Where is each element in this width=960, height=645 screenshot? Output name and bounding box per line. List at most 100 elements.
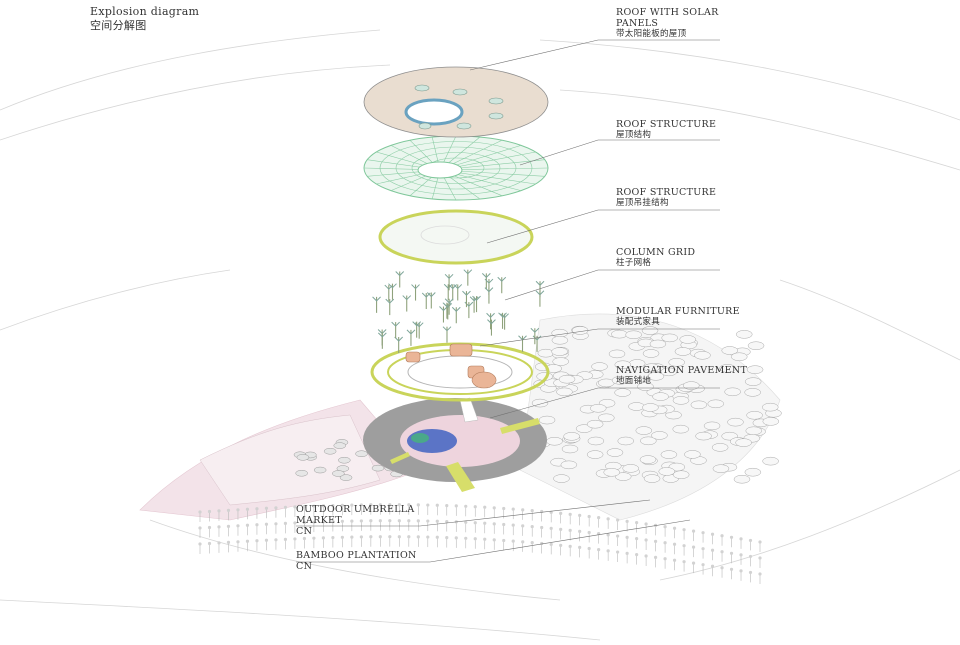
bamboo-crown (217, 525, 221, 529)
bamboo-crown (473, 505, 477, 509)
layer-modular-furniture (370, 342, 550, 402)
bamboo-crown (312, 504, 316, 508)
umbrella (296, 454, 310, 461)
tree-canopy (538, 415, 556, 425)
bamboo-crown (426, 535, 430, 539)
bamboo-crown (672, 558, 677, 562)
column-head (444, 298, 454, 304)
tree-canopy (745, 426, 763, 436)
tree-canopy (658, 467, 675, 476)
bamboo-crown (758, 540, 762, 544)
bamboo-crown (207, 509, 212, 514)
bamboo-crown (521, 508, 525, 512)
column-head (484, 278, 494, 284)
water-green-edge (411, 433, 429, 443)
bamboo-crown (264, 538, 269, 542)
tree-canopy (711, 443, 729, 452)
bamboo-crown (616, 534, 620, 538)
bamboo-crown (236, 540, 240, 544)
bamboo-crown (331, 535, 335, 540)
bamboo-crown (625, 551, 629, 555)
layer-column-grid (372, 269, 545, 353)
bamboo-crown (701, 563, 705, 567)
bamboo-crown (369, 535, 373, 539)
bamboo-crown (198, 526, 202, 530)
column-head (484, 287, 494, 293)
tree-canopy (744, 467, 762, 477)
bamboo-crown (511, 539, 515, 543)
bamboo-crown (483, 505, 487, 509)
bamboo-crown (691, 529, 696, 533)
diagram-title-zh: 空间分解图 (90, 19, 147, 32)
tree-canopy (643, 474, 661, 483)
label-modular-furniture-zh: 装配式家具 (616, 317, 661, 327)
column-head (426, 292, 436, 298)
bamboo-crown (691, 545, 696, 549)
tree-canopy (586, 450, 604, 459)
column-head (487, 319, 496, 325)
hanging-ring (378, 209, 534, 265)
leader-roof-solar (469, 39, 720, 71)
bamboo-crown (587, 530, 591, 535)
bamboo-crown (635, 537, 639, 541)
bamboo-crown (350, 535, 354, 539)
bamboo-crown (388, 503, 392, 507)
tree-canopy (661, 333, 678, 343)
column-head (535, 290, 545, 296)
bamboo-crown (748, 570, 753, 575)
column-head (402, 295, 412, 301)
label-column-grid-zh: 柱子网格 (616, 258, 652, 268)
label-roof-hanging-zh: 屋顶吊挂结构 (616, 198, 669, 208)
bamboo-crown (245, 507, 250, 511)
bamboo-crown (416, 535, 420, 539)
tree-canopies (531, 325, 782, 484)
bamboo-crown (758, 556, 762, 560)
bamboo-crown (359, 503, 363, 507)
tree-canopy (672, 424, 689, 434)
tree-canopy (575, 424, 593, 433)
bamboo-crown (312, 536, 316, 540)
bamboo-crown (274, 522, 278, 526)
bamboo-crown (729, 567, 734, 571)
bamboo-crown (350, 503, 354, 507)
bamboo-crown (653, 539, 658, 543)
column-head (388, 283, 397, 289)
tree-canopy (637, 382, 654, 391)
bamboo-crown (245, 523, 250, 527)
bamboo-crown (720, 566, 724, 570)
leader-column-grid (504, 269, 720, 301)
tree-canopy (558, 374, 576, 384)
tree-canopy (556, 387, 573, 397)
tree-canopy (560, 460, 578, 470)
bamboo-crown (454, 536, 458, 540)
bamboo-crown (293, 505, 297, 509)
tree-canopy (695, 431, 712, 441)
bamboo-crown (492, 538, 496, 542)
pavement-yellow-path-1 (500, 418, 540, 434)
bamboo-crown (540, 525, 544, 530)
bamboo-crown (407, 503, 411, 507)
bamboo-crown (739, 537, 743, 541)
roof-disc (363, 66, 549, 138)
column-head (481, 273, 491, 279)
tree-canopy (733, 474, 751, 484)
tree-canopy (744, 377, 762, 386)
tree-canopy (746, 365, 764, 374)
layer-navigation-pavement (363, 397, 547, 492)
label-roof-solar-en-1: ROOF WITH SOLAR (616, 7, 719, 18)
roof-oculus (404, 98, 464, 126)
bamboo-crown (473, 537, 477, 541)
bamboo-crown (445, 535, 449, 540)
umbrella (295, 469, 308, 477)
tree-canopy (563, 432, 580, 441)
bamboo-crown (445, 503, 449, 508)
bamboo-crown (359, 535, 363, 539)
tree-canopy (553, 474, 570, 483)
bamboo-crown (663, 541, 667, 545)
bamboo-crown (672, 542, 677, 546)
label-navigation-pavement: NAVIGATION PAVEMENT 地面铺地 (616, 365, 747, 387)
bamboo-crown (502, 506, 506, 511)
bamboo-crown (710, 564, 715, 568)
bamboo-crown (369, 503, 373, 507)
bamboo-crown (245, 539, 250, 543)
